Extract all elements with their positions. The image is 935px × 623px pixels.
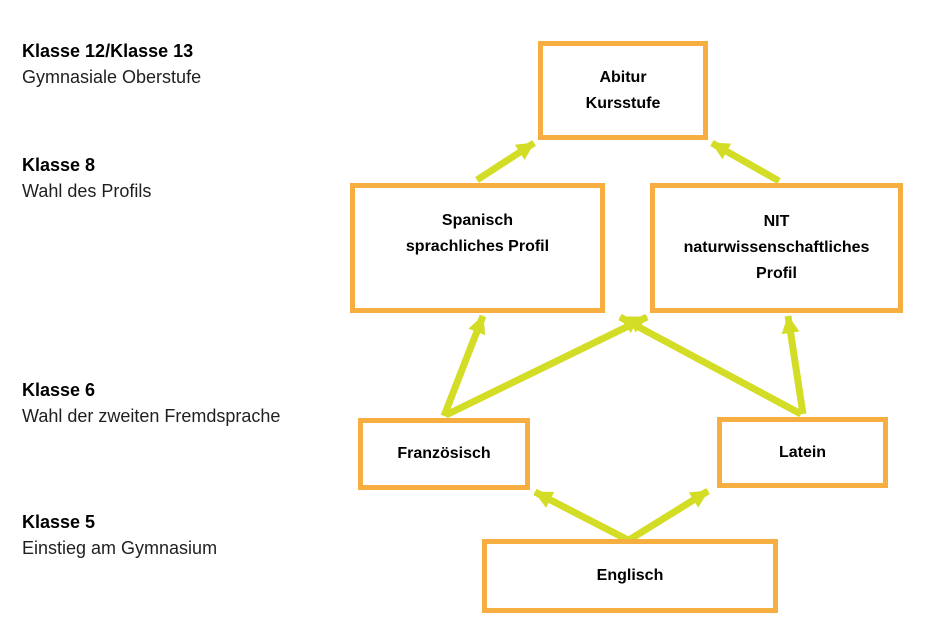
node-spanisch-profil: Spanisch sprachliches Profil	[350, 183, 605, 313]
arrow-latein-to-nit-profil	[781, 315, 807, 415]
arrow-spanisch-profil-to-abitur-kursstufe	[475, 140, 536, 183]
arrow-latein-to-spanisch-profil	[618, 313, 803, 418]
arrow-englisch-to-latein	[627, 488, 710, 543]
arrow-nit-profil-to-abitur-kursstufe	[710, 139, 781, 185]
arrow-franzoesisch-to-spanisch-profil	[440, 314, 487, 418]
stage-label-klasse-5: Klasse 5 Einstieg am Gymnasium	[22, 509, 217, 561]
stage-subtitle: Einstieg am Gymnasium	[22, 538, 218, 558]
node-nit-profil: NIT naturwissenschaftliches Profil	[650, 183, 903, 313]
node-text-line: sprachliches Profil	[405, 238, 550, 255]
node-franzoesisch: Französisch	[358, 418, 530, 490]
node-text-line: Profil	[756, 265, 797, 282]
stage-title: Klasse 8	[22, 155, 96, 175]
node-text-line: Latein	[778, 443, 827, 461]
stage-subtitle: Wahl des Profils	[22, 181, 152, 201]
node-text-line: naturwissenschaftliches	[683, 239, 870, 256]
arrow-englisch-to-franzoesisch	[533, 488, 630, 544]
node-text-line: Abitur	[599, 68, 647, 86]
node-abitur-kursstufe: Abitur Kursstufe	[538, 41, 708, 140]
node-latein: Latein	[717, 417, 888, 488]
node-text-line: Französisch	[397, 445, 491, 462]
stage-title: Klasse 5	[22, 512, 96, 532]
stage-subtitle: Gymnasiale Oberstufe	[22, 67, 202, 87]
node-englisch: Englisch	[482, 539, 778, 613]
stage-title: Klasse 12/Klasse 13	[22, 41, 194, 61]
stage-label-klasse-8: Klasse 8 Wahl des Profils	[22, 152, 151, 204]
node-text-line: Kursstufe	[585, 94, 661, 112]
stage-title: Klasse 6	[22, 380, 96, 400]
stage-subtitle: Wahl der zweiten Fremdsprache	[22, 406, 281, 426]
node-text-line: Englisch	[596, 567, 664, 584]
node-text-line: Spanisch	[441, 212, 514, 229]
stage-label-klasse-6: Klasse 6 Wahl der zweiten Fremdsprache	[22, 377, 280, 429]
stage-label-klasse-12-13: Klasse 12/Klasse 13 Gymnasiale Oberstufe	[22, 38, 201, 90]
arrow-franzoesisch-to-nit-profil	[444, 313, 649, 419]
node-text-line: NIT	[763, 213, 790, 230]
